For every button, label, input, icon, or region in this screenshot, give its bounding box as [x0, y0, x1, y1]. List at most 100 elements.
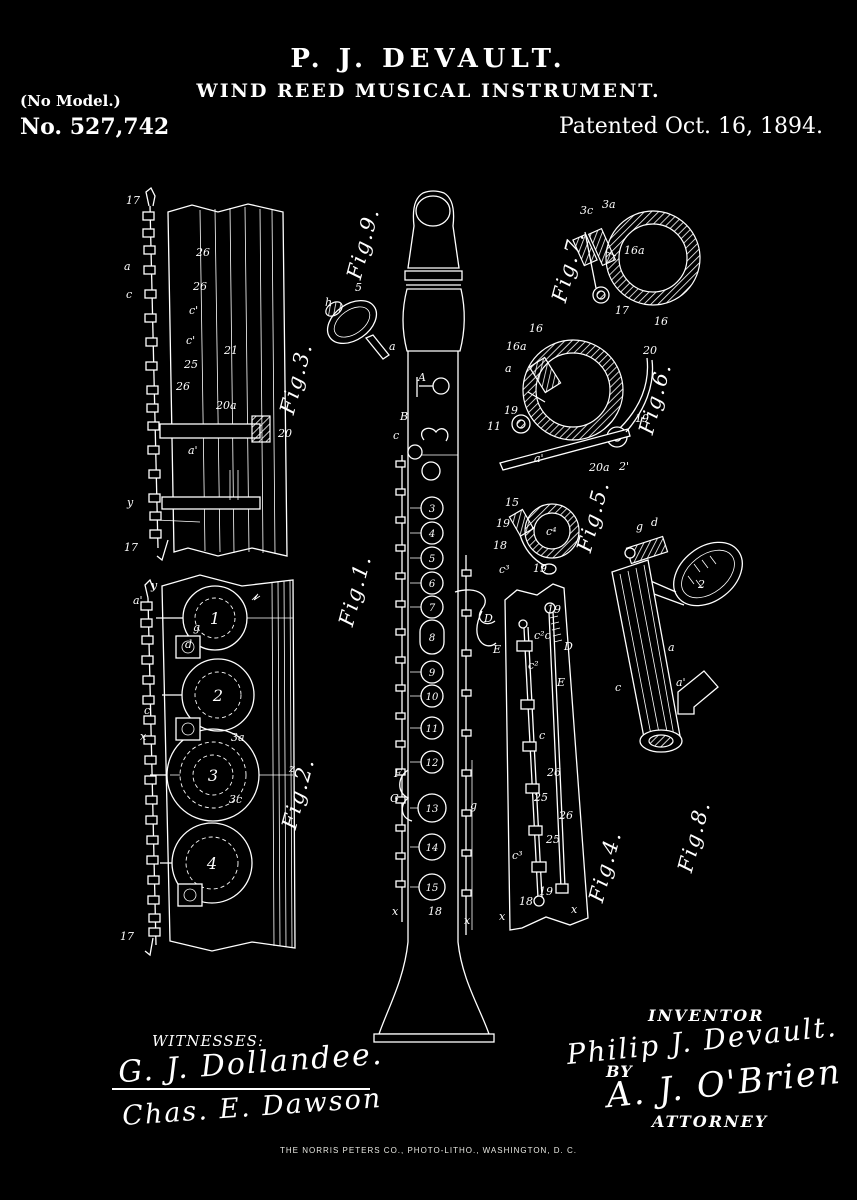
fig1-keynum: 12 [426, 758, 439, 769]
fig1-ref: c [393, 429, 399, 442]
fig2-holenum: 3 [208, 766, 218, 785]
fig4-ref: 25 [533, 791, 548, 804]
fig9-ref: a' [188, 444, 198, 457]
fig1-keynum: 9 [429, 668, 436, 679]
fig9-ref: 26 [192, 280, 207, 293]
fig8-annotations: g d 2 a a' c [615, 516, 705, 694]
fig1-keynum: 10 [426, 692, 439, 703]
fig1-keynum: 6 [429, 579, 436, 590]
fig1-ref: G [390, 792, 399, 805]
fig8-ref: 2 [697, 578, 705, 591]
fig6-ref: 16a [506, 340, 527, 353]
printer-line: THE NORRIS PETERS CO., PHOTO-LITHO., WAS… [280, 1146, 577, 1155]
invention-title: WIND REED MUSICAL INSTRUMENT. [196, 80, 661, 102]
fig1-keynum: 15 [426, 883, 439, 894]
fig6-ref: 20 [642, 344, 657, 357]
fig9-annotations: 17 a c 26 26 c' c' 25 26 21 20a a' 20 y … [124, 194, 292, 554]
fig5-ref: c³ [499, 563, 510, 576]
fig2-ref: c [144, 704, 150, 717]
fig4-ref: 25 [545, 833, 560, 846]
fig5-ref: 19 [533, 562, 547, 575]
fig1-ref: g [470, 799, 477, 812]
fig5-ref: 15 [505, 496, 519, 509]
fig2-holenum: 1 [210, 609, 220, 628]
fig3-label: Fig.3. [275, 340, 317, 418]
fig5-ref: 19 [496, 517, 510, 530]
fig9-ref: 25 [183, 358, 198, 371]
fig4-ref: c³ [512, 849, 523, 862]
fig2-ref: 3a [231, 731, 245, 744]
fig2-rod-keys [140, 601, 161, 937]
fig9-ref: a [124, 260, 131, 273]
fig8-ref: a' [676, 676, 686, 689]
fig9-ref: c' [189, 304, 198, 317]
fig3-ref: h [325, 296, 332, 309]
fig9-ref: 21 [223, 344, 238, 357]
fig9-ref: 20 [277, 427, 292, 440]
fig6-ref: 20a [588, 461, 610, 474]
fig5-ref: c⁴ [546, 525, 557, 538]
fig4-annotations: 19 c²c D c² E c 26 25 26 25 c³ 18 19 x x [499, 603, 578, 923]
fig2-ref: 3c [229, 793, 242, 806]
fig9-ref: c' [186, 334, 195, 347]
fig1-label: Fig.1. [334, 552, 376, 630]
fig7-ring-drawing [572, 210, 701, 306]
fig6-annotations: 16 16a a 11 19 20 19 20a 2' a' [487, 322, 657, 474]
fig1-ref: x [464, 914, 471, 927]
fig7-annotations: 3c 3a 16a 17 16 [580, 198, 668, 328]
fig2-ref: x [140, 730, 147, 743]
fig2-ref: a' [133, 594, 143, 607]
witnesses-heading: WITNESSES: [152, 1032, 264, 1050]
fig2-ref: y [150, 579, 158, 592]
fig2-ref: z [288, 762, 295, 775]
fig4-strip-drawing [504, 583, 589, 931]
fig8-label: Fig.8. [673, 798, 715, 876]
fig2-holenum: 4 [206, 854, 217, 873]
patent-date: Patented Oct. 16, 1894. [558, 114, 823, 139]
fig2-label: Fig.2. [277, 755, 319, 833]
fig1-ref: x [392, 905, 399, 918]
fig1-annotations: 3 4 5 6 7 8 9 10 11 12 13 14 15 A B c D … [390, 371, 501, 927]
fig9-ref: y [126, 496, 134, 509]
fig6-ref: 11 [487, 420, 501, 433]
fig6-ref: 19 [635, 412, 649, 425]
fig7-ref: 3c [580, 204, 593, 217]
fig6-ring-drawing [499, 339, 654, 471]
fig4-ref: 26 [558, 809, 573, 822]
fig3-ref: a [389, 340, 396, 353]
fig4-ref: c²c [534, 629, 551, 642]
fig4-ref: D [563, 640, 573, 653]
fig8-ref: d [651, 516, 658, 529]
fig1-ref: D [483, 612, 493, 625]
fig9-ref: 26 [195, 246, 210, 259]
fig2-annotations: 1 2 3 4 y a' g d c x 3a 3c 17 z [120, 579, 295, 943]
fig8-ref: c [615, 681, 621, 694]
fig5-annotations: 15 19 18 c³ c⁴ 19 [493, 496, 557, 576]
fig1-keynum: 11 [426, 724, 439, 735]
fig2-ref: d [185, 638, 192, 651]
fig8-ref: g [636, 520, 643, 533]
fig5-label: Fig.5. [572, 478, 614, 556]
fig9-ref: 20a [215, 399, 237, 412]
inventor-heading: INVENTOR [648, 1006, 765, 1025]
fig6-ref: 19 [504, 404, 518, 417]
fig1-clarinet-drawing [373, 190, 497, 1043]
fig6-ref: a [505, 362, 512, 375]
witness-signature-line [112, 1088, 370, 1090]
fig3-annotations: 5 h a [325, 281, 396, 353]
fig9-ref: 26 [175, 380, 190, 393]
fig6-ref: a' [534, 452, 544, 465]
fig1-ref: 18 [428, 905, 442, 918]
fig1-keynum: 8 [429, 633, 435, 644]
fig4-ref: 19 [547, 603, 561, 616]
fig1-keynum: 7 [429, 603, 436, 614]
fig2-plan-view-drawing [140, 574, 296, 957]
fig4-ref: E [556, 676, 565, 689]
fig9-label: Fig.9. [342, 205, 384, 283]
fig9-rod-keys [142, 211, 162, 539]
fig1-keynum: 4 [428, 529, 435, 540]
fig7-ref: 17 [615, 304, 629, 317]
fig7-ref: 3a [602, 198, 616, 211]
